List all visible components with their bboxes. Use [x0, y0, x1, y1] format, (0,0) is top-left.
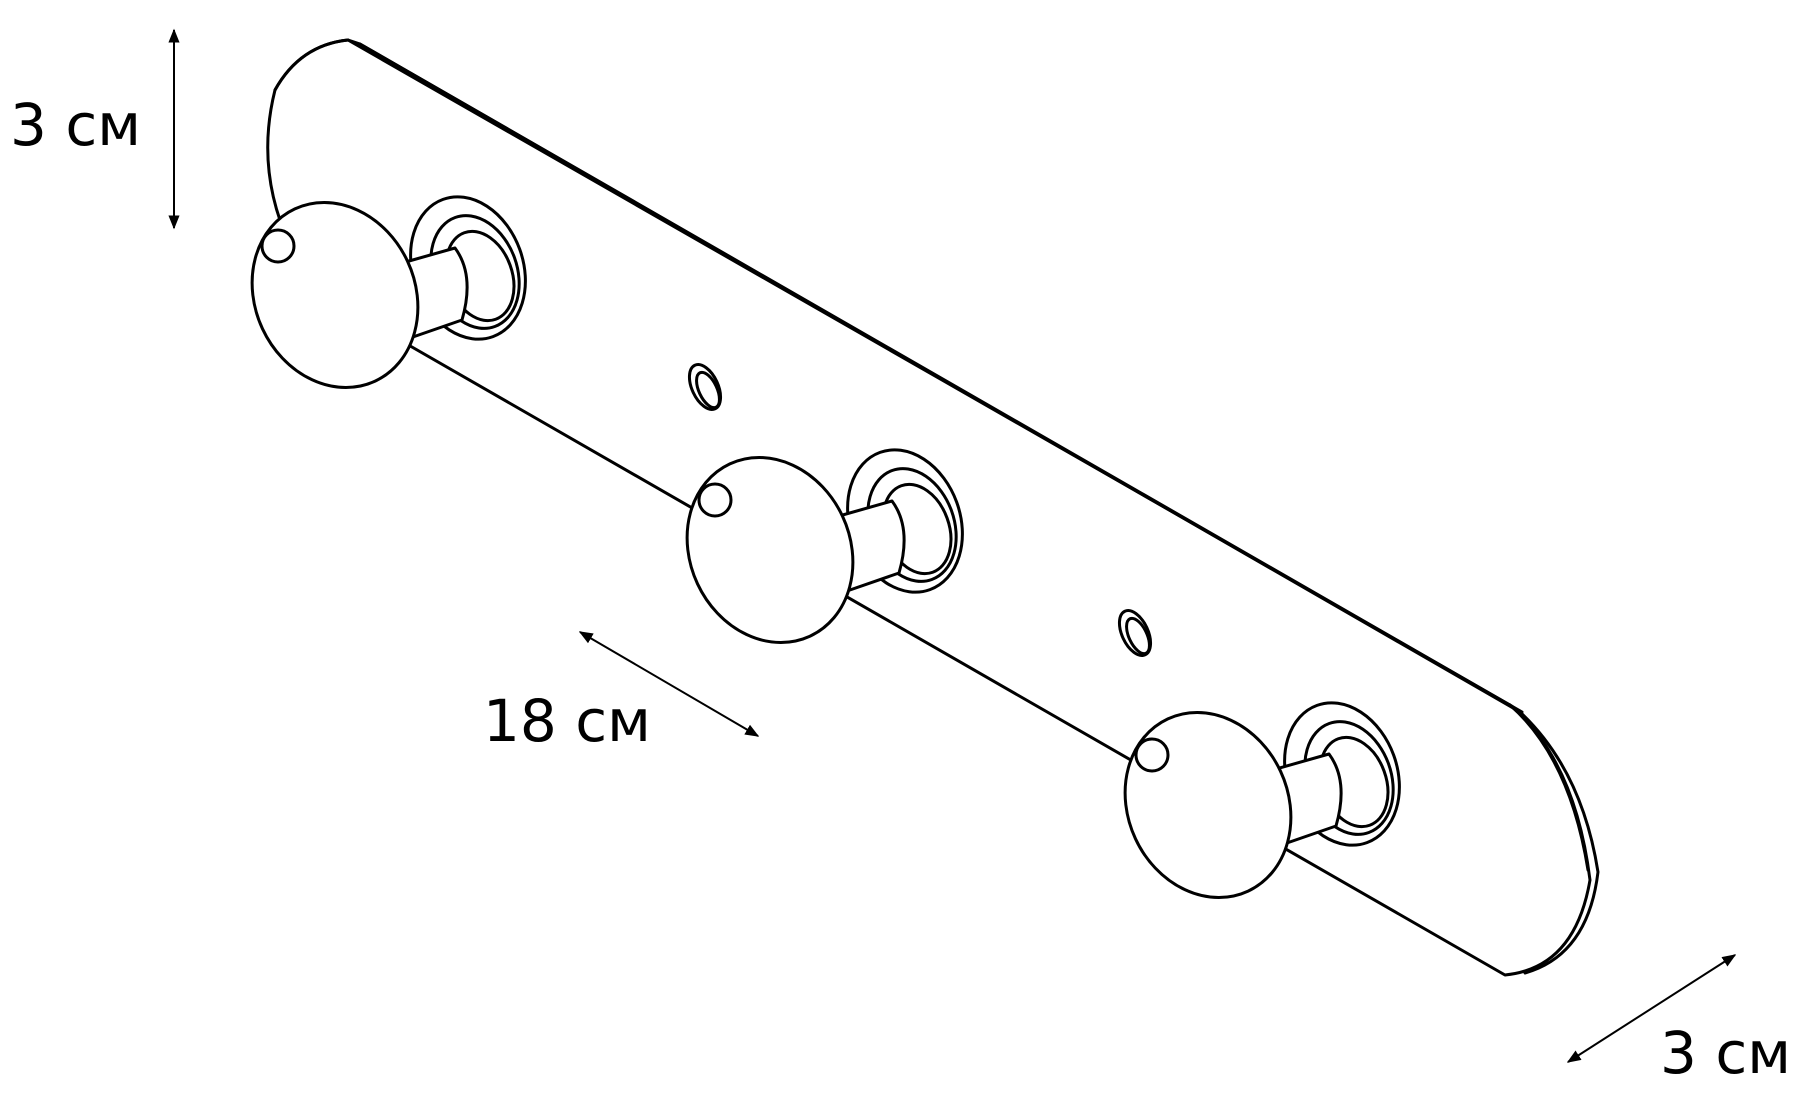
depth-dimension-arrow: [1566, 954, 1737, 1063]
spacing-dimension-arrow: [578, 631, 760, 737]
hook-3: [1123, 701, 1401, 899]
mounting-hole-left: [687, 363, 723, 411]
mounting-hole-right: [1117, 609, 1153, 657]
depth-dimension-label: 3 см: [1660, 1019, 1791, 1087]
hook-1: [250, 195, 527, 389]
height-dimension-label: 3 см: [10, 91, 141, 159]
hook-spacing-dimension-label: 18 см: [483, 687, 651, 755]
hook-2: [685, 448, 964, 644]
